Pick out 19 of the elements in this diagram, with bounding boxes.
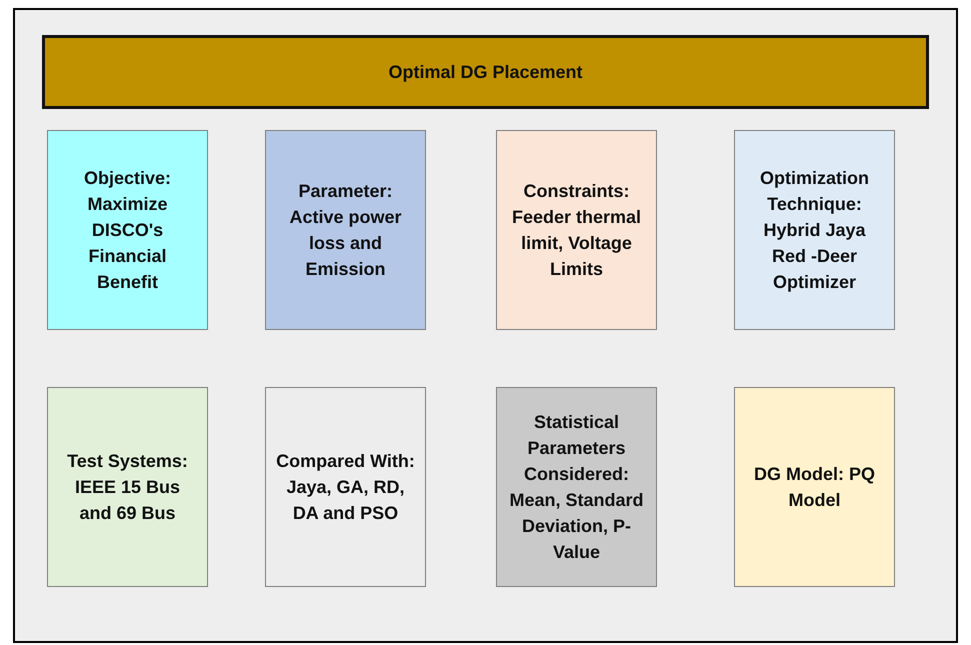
- box-text: Parameter: Active power loss and Emission: [288, 180, 403, 281]
- box-text: Objective: Maximize DISCO's Financial Benefit: [82, 167, 172, 294]
- box-text: DG Model: PQ Model: [753, 463, 876, 512]
- info-box: [496, 130, 657, 330]
- info-box: [734, 387, 895, 587]
- info-box: [47, 130, 208, 330]
- info-box: [496, 387, 657, 587]
- box-text: Statistical Parameters Considered: Mean, Standard Deviation, P- Value: [508, 411, 645, 564]
- info-box: [265, 130, 426, 330]
- title-text: Optimal DG Placement: [388, 61, 583, 84]
- info-box: [734, 130, 895, 330]
- title-banner: [42, 35, 929, 109]
- frame-panel: [13, 8, 958, 643]
- box-text: Constraints: Feeder thermal limit, Voltage Limits: [510, 180, 642, 281]
- info-box: [47, 387, 208, 587]
- info-box: [265, 387, 426, 587]
- box-text: Compared With: Jaya, GA, RD, DA and PSO: [276, 450, 415, 525]
- box-text: Test Systems: IEEE 15 Bus and 69 Bus: [66, 450, 189, 525]
- box-text: Optimization Technique: Hybrid Jaya Red -Deer Optimizer: [759, 167, 870, 294]
